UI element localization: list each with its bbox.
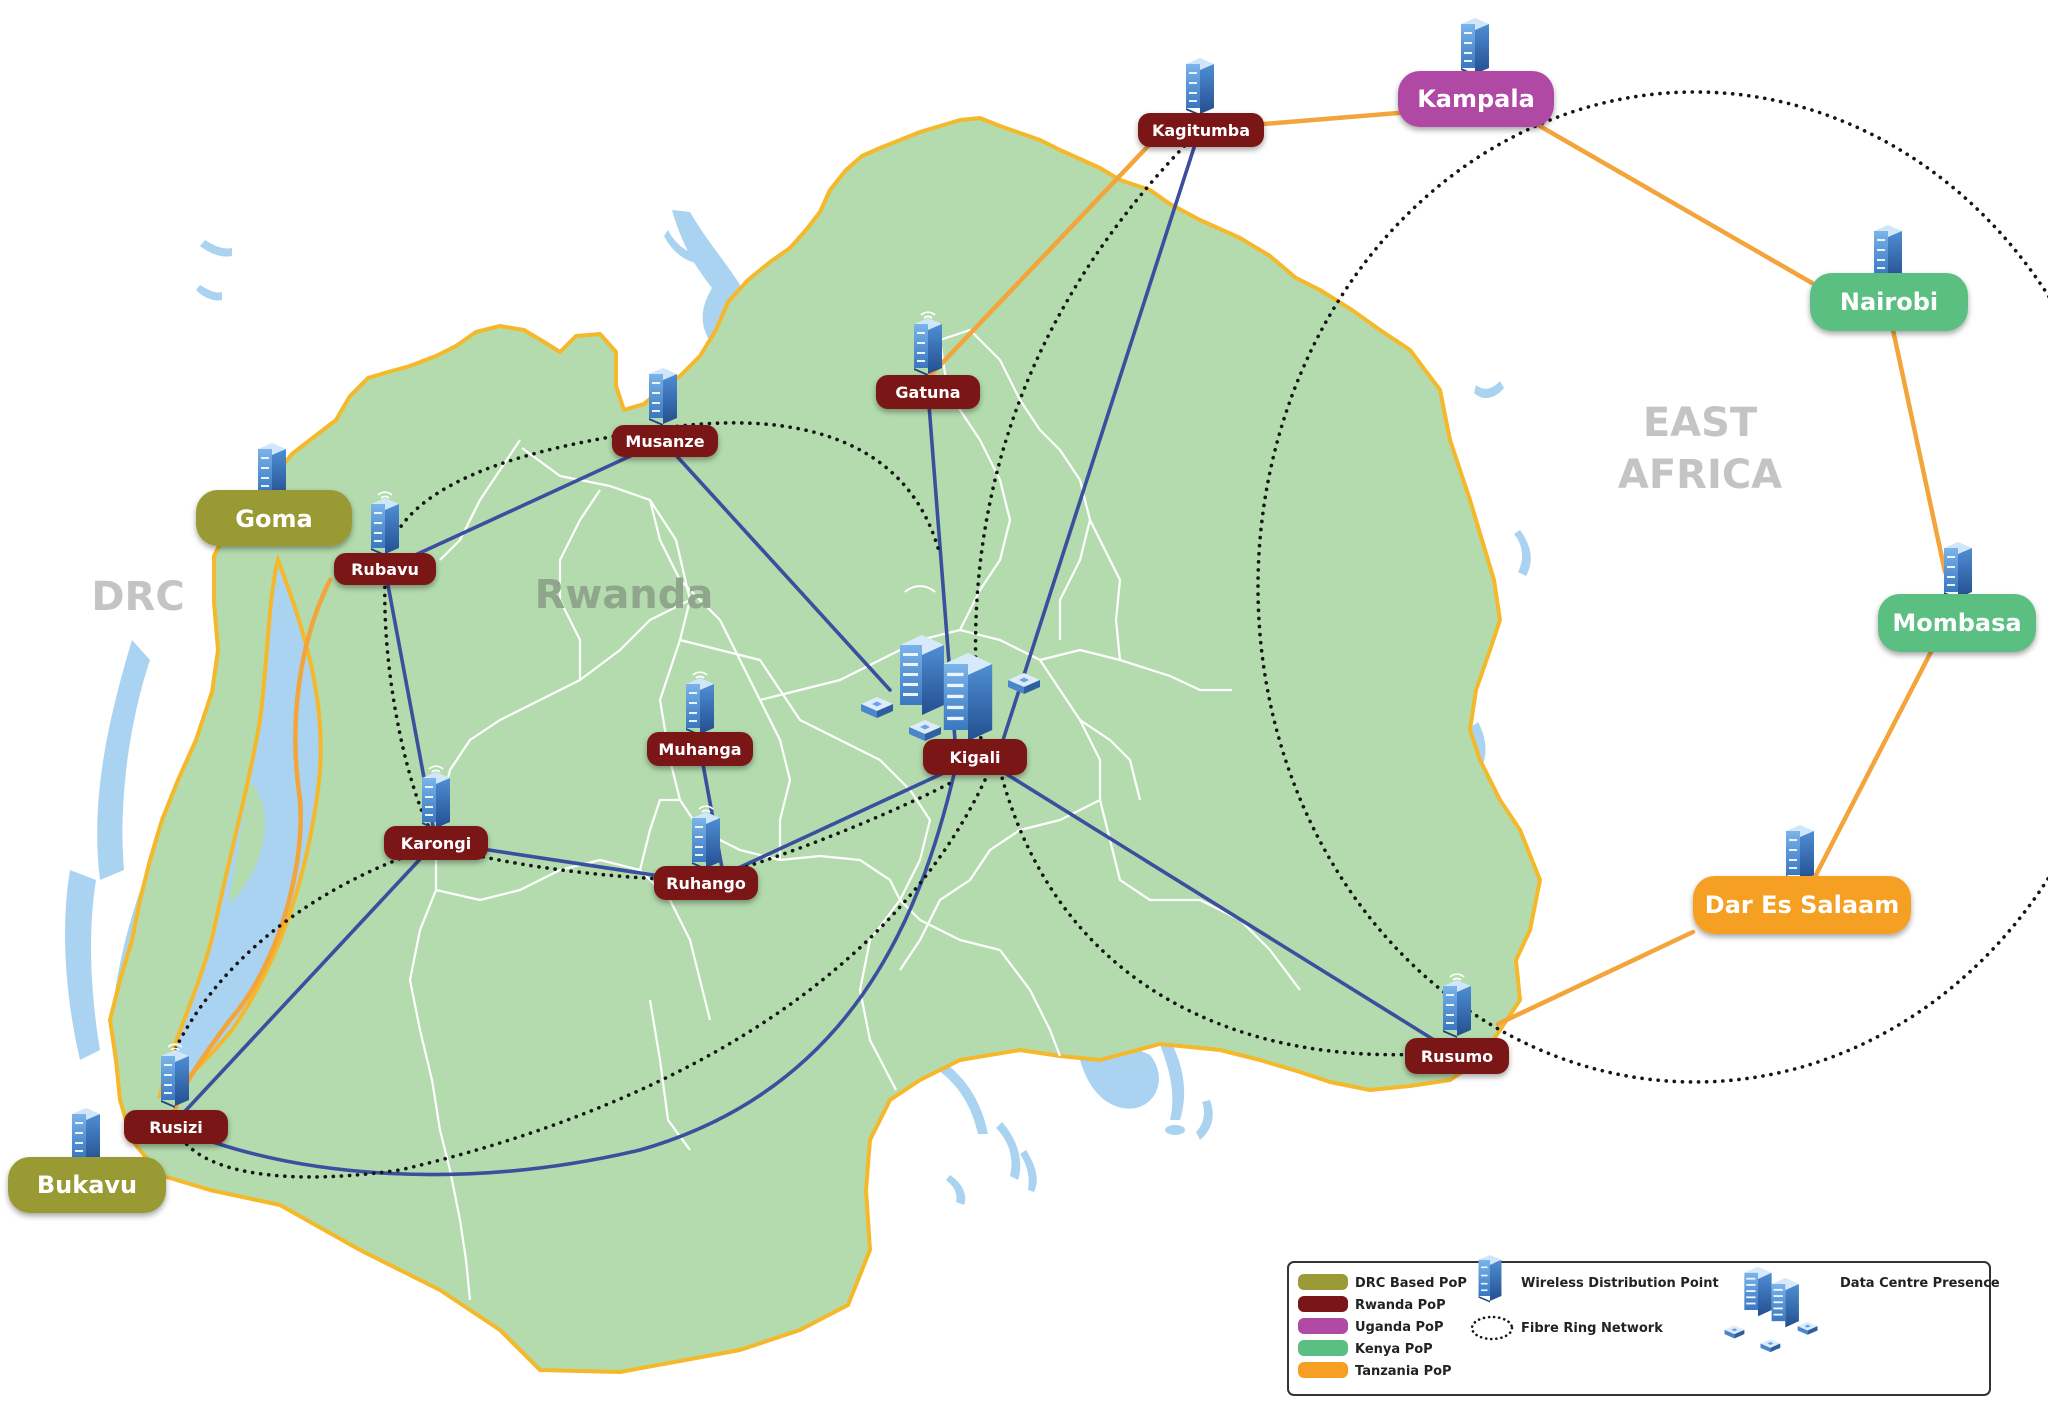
legend-rwanda-pop: Rwanda PoP bbox=[1298, 1296, 1446, 1313]
pop-rubavu[interactable]: Rubavu bbox=[334, 553, 436, 585]
pop-rusizi-label: Rusizi bbox=[149, 1118, 203, 1137]
legend-box bbox=[1287, 1261, 1991, 1396]
legend-rwanda-pop-label: Rwanda PoP bbox=[1355, 1298, 1446, 1313]
legend-fibre-label: Fibre Ring Network bbox=[1521, 1321, 1663, 1336]
lake-kivu bbox=[157, 553, 323, 1100]
pop-gatuna[interactable]: Gatuna bbox=[876, 375, 980, 409]
legend-wireless: Wireless Distribution Point bbox=[1477, 1249, 1719, 1304]
pop-goma-label: Goma bbox=[235, 505, 312, 533]
legend-datacentre: Data Centre Presence bbox=[1724, 1266, 2000, 1353]
legend-datacentre-label: Data Centre Presence bbox=[1840, 1276, 2000, 1291]
legend-drc-pop: DRC Based PoP bbox=[1298, 1274, 1467, 1291]
pop-kampala-label: Kampala bbox=[1417, 85, 1535, 113]
pop-bukavu-label: Bukavu bbox=[37, 1171, 137, 1199]
kigali-data-centre bbox=[861, 585, 1040, 741]
pop-musanze[interactable]: Musanze bbox=[612, 425, 718, 457]
legend-uganda-pop: Uganda PoP bbox=[1298, 1318, 1443, 1335]
international-links bbox=[172, 107, 1948, 1113]
pop-dar-es-salaam[interactable]: Dar Es Salaam bbox=[1693, 876, 1911, 934]
pop-kagitumba[interactable]: Kagitumba bbox=[1138, 113, 1264, 147]
pop-karongi-label: Karongi bbox=[401, 834, 471, 853]
region-label-africa: AFRICA bbox=[1618, 452, 1782, 498]
pop-musanze-label: Musanze bbox=[625, 432, 704, 451]
pop-ruhango[interactable]: Ruhango bbox=[654, 866, 758, 900]
pop-kigali-label: Kigali bbox=[949, 748, 1000, 767]
legend: DRC Based PoP Rwanda PoP Uganda PoP Keny… bbox=[1287, 1249, 2000, 1396]
pop-rusumo-label: Rusumo bbox=[1421, 1047, 1493, 1066]
legend-tanzania-pop-label: Tanzania PoP bbox=[1355, 1364, 1452, 1379]
pop-nairobi[interactable]: Nairobi bbox=[1810, 273, 1968, 331]
lake-islands bbox=[228, 780, 265, 904]
legend-wireless-label: Wireless Distribution Point bbox=[1521, 1276, 1719, 1291]
pop-karongi[interactable]: Karongi bbox=[384, 826, 488, 860]
legend-kenya-pop: Kenya PoP bbox=[1298, 1340, 1433, 1357]
pop-gatuna-label: Gatuna bbox=[895, 383, 960, 402]
legend-tanzania-pop: Tanzania PoP bbox=[1298, 1362, 1452, 1379]
pop-rusizi[interactable]: Rusizi bbox=[124, 1110, 228, 1144]
pop-muhanga[interactable]: Muhanga bbox=[647, 732, 753, 766]
pop-bukavu[interactable]: Bukavu bbox=[8, 1157, 166, 1213]
legend-fibre-icon bbox=[1470, 1315, 1514, 1341]
legend-fibre: Fibre Ring Network bbox=[1470, 1315, 1663, 1341]
pop-rusumo[interactable]: Rusumo bbox=[1405, 1038, 1509, 1074]
region-label-drc: DRC bbox=[91, 574, 184, 620]
pop-kampala[interactable]: Kampala bbox=[1398, 71, 1554, 127]
pop-kagitumba-label: Kagitumba bbox=[1152, 121, 1250, 140]
pop-mombasa[interactable]: Mombasa bbox=[1878, 594, 2036, 652]
legend-drc-pop-label: DRC Based PoP bbox=[1355, 1276, 1467, 1291]
region-label-east: EAST bbox=[1643, 400, 1758, 446]
legend-kenya-pop-label: Kenya PoP bbox=[1355, 1342, 1433, 1357]
pop-kigali[interactable]: Kigali bbox=[923, 739, 1027, 775]
pop-nairobi-label: Nairobi bbox=[1840, 288, 1938, 316]
backbone-links bbox=[173, 127, 1457, 1177]
pop-rubavu-label: Rubavu bbox=[351, 560, 419, 579]
pop-mombasa-label: Mombasa bbox=[1892, 609, 2021, 637]
pop-goma[interactable]: Goma bbox=[196, 490, 352, 546]
pop-dar-es-salaam-label: Dar Es Salaam bbox=[1705, 891, 1899, 919]
pop-labels: Goma Bukavu Rubavu Musanze Gatuna Kagitu… bbox=[8, 71, 2036, 1213]
legend-uganda-pop-label: Uganda PoP bbox=[1355, 1320, 1443, 1335]
pop-ruhango-label: Ruhango bbox=[666, 874, 746, 893]
region-label-rwanda: Rwanda bbox=[535, 572, 714, 618]
pop-muhanga-label: Muhanga bbox=[658, 740, 741, 759]
